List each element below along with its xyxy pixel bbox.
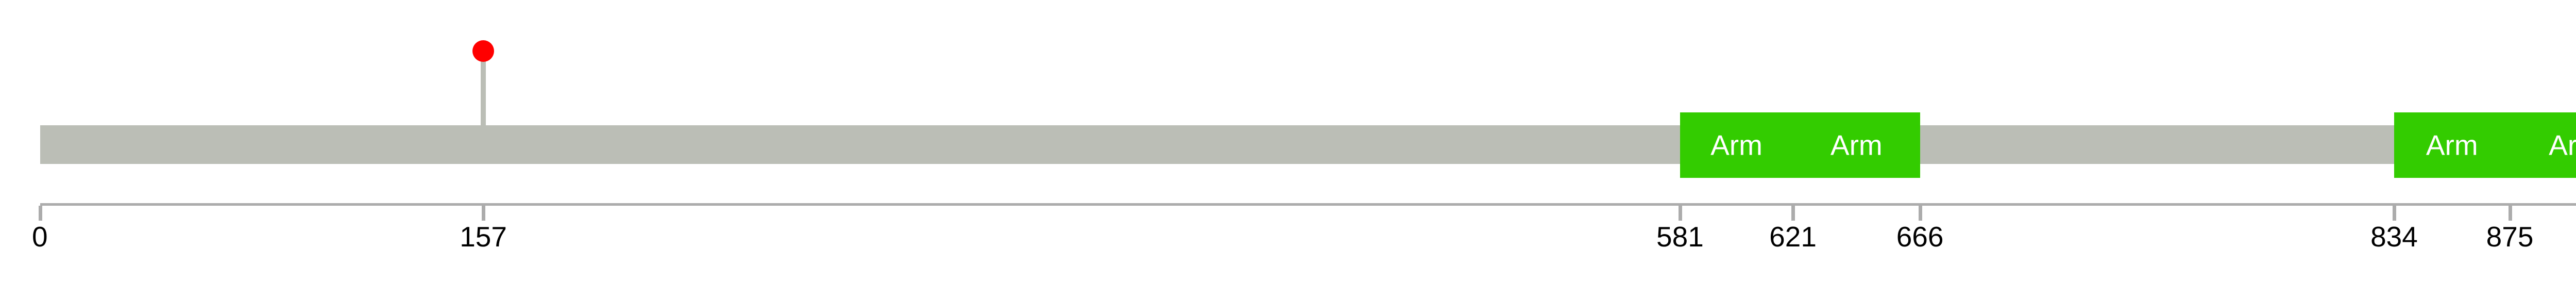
axis-tick-label-875: 875 [2486, 221, 2534, 253]
axis-tick-157 [482, 206, 486, 221]
domain-label: Arm [2426, 129, 2478, 161]
domain-label: Arm [2549, 129, 2576, 161]
axis-tick-581 [1678, 206, 1682, 221]
axis-tick-834 [2392, 206, 2396, 221]
axis-tick-621 [1791, 206, 1795, 221]
domain-box-arm-0[interactable]: Arm [1680, 112, 1793, 178]
domain-box-arm-1[interactable]: Arm [1793, 112, 1920, 178]
axis-tick-label-157: 157 [460, 221, 507, 253]
protein-backbone-track [40, 125, 2576, 164]
domain-box-arm-2[interactable]: Arm [2394, 112, 2510, 178]
axis-tick-label-666: 666 [1896, 221, 1944, 253]
axis-tick-label-834: 834 [2370, 221, 2418, 253]
lollipop-stem [481, 51, 486, 125]
axis-tick-label-621: 621 [1769, 221, 1817, 253]
axis-tick-label-581: 581 [1656, 221, 1704, 253]
axis-tick-666 [1918, 206, 1922, 221]
domain-label: Arm [1830, 129, 1883, 161]
axis-tick-0 [39, 206, 42, 221]
lollipop-head-marker[interactable] [472, 40, 495, 62]
domain-box-arm-3[interactable]: Arm [2510, 112, 2576, 178]
axis-tick-label-0: 0 [32, 221, 48, 253]
axis-tick-875 [2508, 206, 2512, 221]
axis-line [40, 203, 2576, 206]
domain-label: Arm [1710, 129, 1762, 161]
